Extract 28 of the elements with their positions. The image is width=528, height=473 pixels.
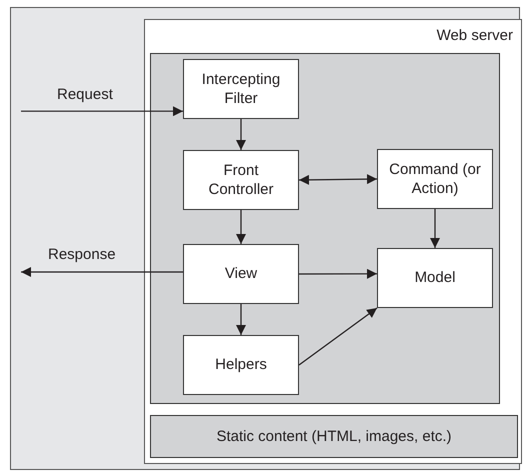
edge-label: Response xyxy=(46,246,118,263)
static-content-bar xyxy=(150,415,518,458)
server-container xyxy=(144,19,522,464)
box-label: Helpers xyxy=(215,355,267,375)
component-box xyxy=(183,150,299,210)
box-label: Intercepting Filter xyxy=(200,70,282,108)
arrow xyxy=(299,174,377,185)
box-label: Static content (HTML, images, etc.) xyxy=(216,426,452,446)
container-title: Web server xyxy=(436,27,513,44)
edge-label: Request xyxy=(55,86,115,103)
box-label: View xyxy=(224,264,258,284)
box-label: Front Controller xyxy=(207,160,275,200)
component-box xyxy=(377,248,493,308)
component-box xyxy=(183,59,299,119)
component-box xyxy=(183,244,299,304)
arrow xyxy=(236,119,246,150)
box-label: Command (or Action) xyxy=(389,160,481,198)
arrow xyxy=(298,308,378,366)
component-box xyxy=(183,335,299,395)
box-label: Model xyxy=(414,268,456,288)
component-panel xyxy=(150,53,500,404)
arrow xyxy=(236,210,246,244)
arrow xyxy=(430,209,440,248)
arrow xyxy=(21,106,183,116)
arrow xyxy=(299,268,377,279)
arrow xyxy=(236,304,246,335)
component-box xyxy=(377,149,493,209)
arrow xyxy=(21,267,183,277)
